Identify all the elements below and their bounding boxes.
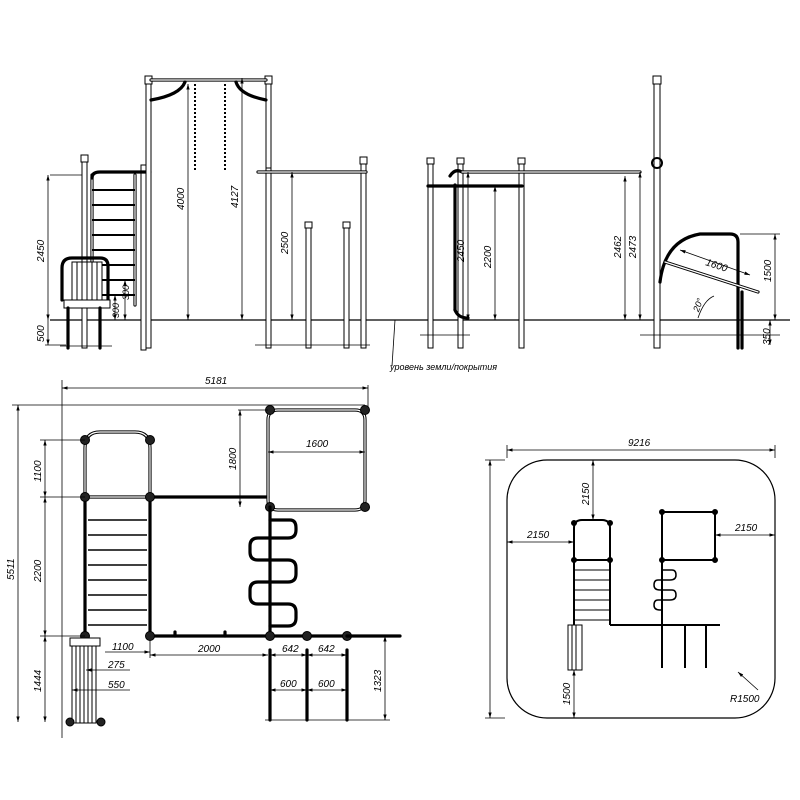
dim-2150-top: 2150 xyxy=(581,482,592,506)
dim-1100-top: 1100 xyxy=(33,460,44,482)
dim-2200: 2200 xyxy=(483,245,494,269)
dim-300-b: 300 xyxy=(121,285,131,300)
dim-1323: 1323 xyxy=(373,669,384,692)
elevation-view: уровень земли/покрытия xyxy=(36,75,790,372)
radius-label: R1500 xyxy=(730,694,760,705)
dim-2450-left: 2450 xyxy=(36,239,47,263)
dim-2200-plan: 2200 xyxy=(33,559,44,583)
dim-275: 275 xyxy=(107,660,125,671)
dim-2473: 2473 xyxy=(628,235,639,259)
dim-500: 500 xyxy=(36,325,47,342)
dim-1100-bot: 1100 xyxy=(112,642,134,653)
dim-2150-left: 2150 xyxy=(526,530,550,541)
dim-1800: 1800 xyxy=(228,447,239,470)
dim-5511: 5511 xyxy=(6,558,17,580)
dim-4127: 4127 xyxy=(230,185,241,208)
dim-4000: 4000 xyxy=(176,187,187,210)
dim-642-a: 642 xyxy=(282,644,299,655)
dim-5181: 5181 xyxy=(205,376,227,387)
dim-1444: 1444 xyxy=(33,669,44,692)
dim-642-b: 642 xyxy=(318,644,335,655)
dim-9216: 9216 xyxy=(628,438,651,449)
dim-1500-site: 1500 xyxy=(562,682,573,705)
dim-2500: 2500 xyxy=(280,231,291,255)
dim-2450-mid: 2450 xyxy=(456,239,467,263)
pullup-module: 2500 xyxy=(255,156,370,349)
dim-600-a: 600 xyxy=(280,679,297,690)
plan-wall-bars xyxy=(65,430,352,727)
site-plan-view: 9216 2150 2150 21 xyxy=(485,438,776,719)
dim-1600-plan: 1600 xyxy=(306,439,329,450)
wall-bars-module: 2450 500 300 300 xyxy=(36,154,152,351)
dim-600-b: 600 xyxy=(318,679,335,690)
angle-label: 20° xyxy=(691,296,706,314)
side-elevation-module: 2450 2200 2462 2473 1600 20° 1500 350 xyxy=(420,75,780,350)
site-equipment xyxy=(567,509,720,671)
dim-350: 350 xyxy=(762,328,773,345)
dim-300-a: 300 xyxy=(111,303,121,318)
site-boundary xyxy=(506,459,776,719)
plan-pullup-frame xyxy=(173,405,402,722)
ground-leader xyxy=(391,319,396,367)
rings-frame-module: 4000 4127 xyxy=(144,75,273,349)
dim-1600-elev: 1600 xyxy=(704,257,729,274)
dim-1500-elev: 1500 xyxy=(763,259,774,282)
dim-2000: 2000 xyxy=(197,644,221,655)
dim-550: 550 xyxy=(108,680,125,691)
plan-view: 5181 5511 xyxy=(6,376,402,738)
dim-2150-right: 2150 xyxy=(734,523,758,534)
ground-level-label: уровень земли/покрытия xyxy=(389,362,497,372)
dim-2462: 2462 xyxy=(613,235,624,259)
